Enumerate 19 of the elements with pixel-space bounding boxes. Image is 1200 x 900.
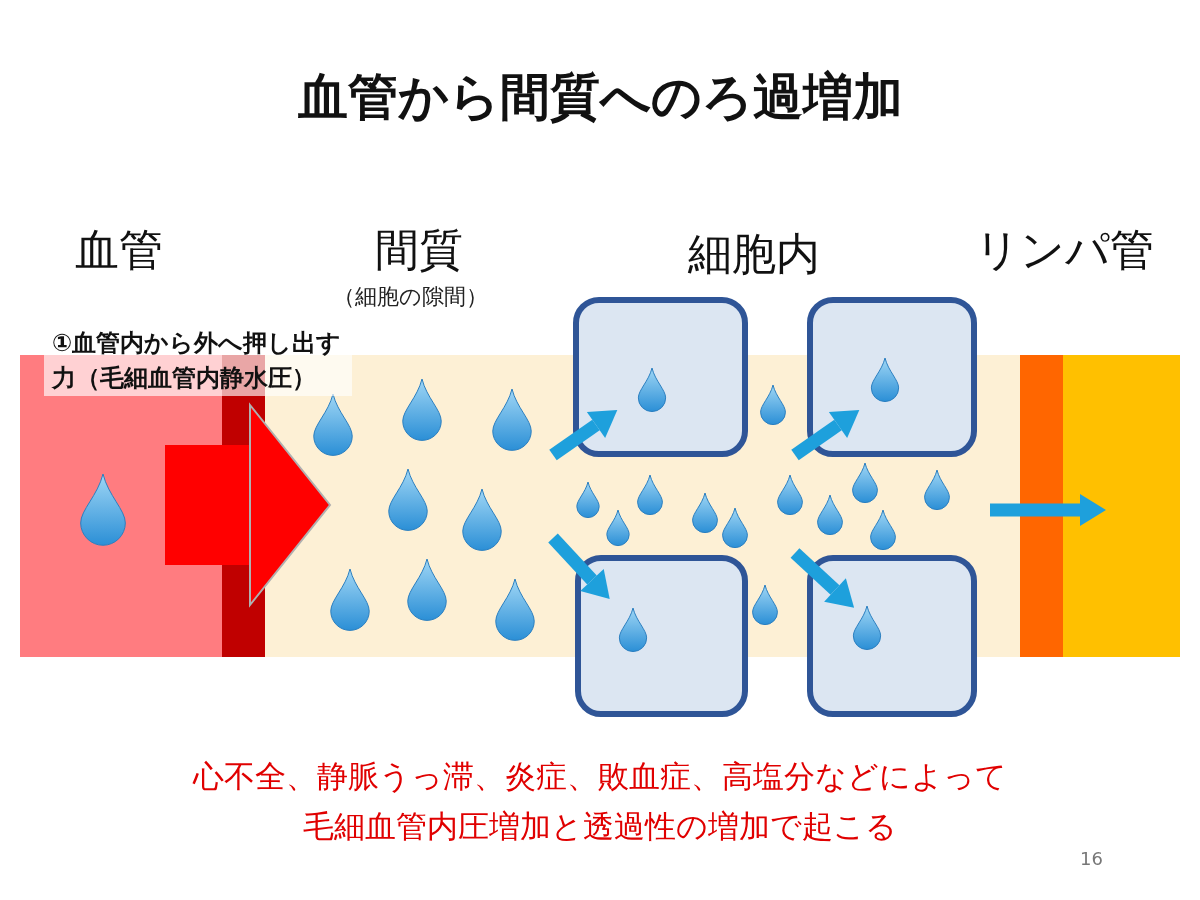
cell-box [807,297,977,457]
arrow [791,410,860,461]
arrow [549,410,618,461]
heading: 間質 [375,228,463,272]
cause-note: 心不全、静脈うっ滞、炎症、敗血症、高塩分などによって [191,758,1008,796]
arrow [790,548,855,608]
cell-box [573,297,748,457]
cell-box [807,555,977,717]
arrow [990,494,1106,526]
title: 血管から間質へのろ過増加 [296,70,904,125]
heading: 血管 [75,228,163,272]
cause-note: 毛細血管内圧増加と透過性の増加で起こる [302,808,898,846]
page-number: 16 [1080,848,1103,870]
subheading: （細胞の隙間） [333,286,488,308]
heading: 細胞内 [688,228,820,281]
arrow [548,533,610,600]
block-arrow [165,404,331,606]
heading: リンパ管 [975,228,1154,272]
cell-box [575,555,748,717]
